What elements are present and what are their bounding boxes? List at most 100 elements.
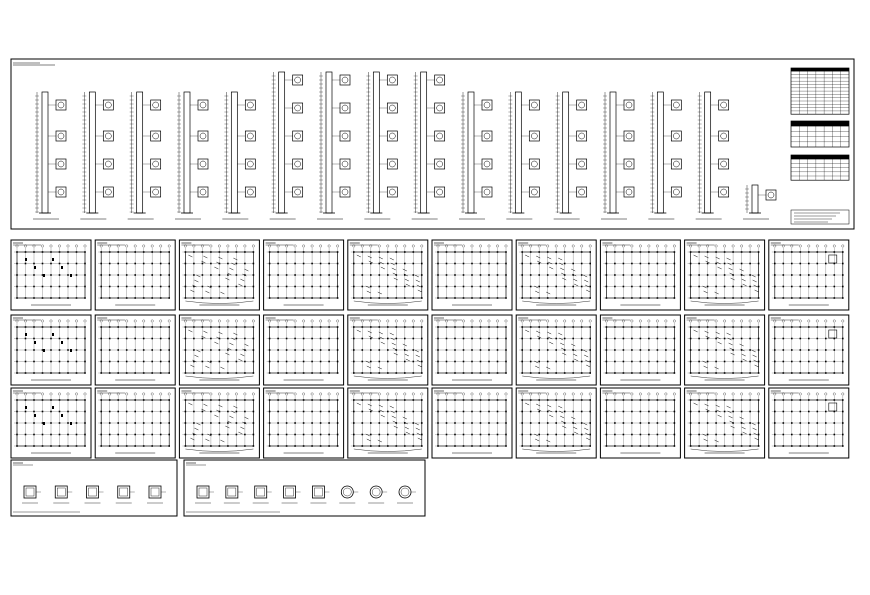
column-node xyxy=(496,399,499,401)
column-node xyxy=(328,349,330,351)
column-node xyxy=(555,422,557,424)
column-node xyxy=(521,360,523,363)
column-node xyxy=(774,372,776,374)
column-node xyxy=(184,422,187,424)
rebar-annotation xyxy=(703,365,708,369)
column-node xyxy=(715,326,717,328)
axis-bubble xyxy=(588,319,592,323)
column-node xyxy=(555,360,557,363)
rebar-ring xyxy=(57,132,65,140)
column-node xyxy=(555,251,557,253)
column-node xyxy=(454,337,456,340)
floor-plan-sheet xyxy=(178,314,260,386)
column-node xyxy=(715,262,717,265)
floor-plan-sheet xyxy=(684,387,766,459)
axis-bubble xyxy=(302,244,305,248)
column-node xyxy=(353,399,355,401)
axis-bubble xyxy=(125,319,129,323)
column-node xyxy=(656,433,659,436)
column-node xyxy=(378,360,381,363)
section-marker xyxy=(521,130,540,142)
column-node xyxy=(412,297,415,299)
column-node xyxy=(227,297,229,299)
axis-bubble xyxy=(108,392,112,396)
axis-bubble xyxy=(639,392,642,396)
column-node xyxy=(41,399,44,401)
column-node xyxy=(622,251,625,253)
column-node xyxy=(715,285,717,288)
column-node xyxy=(808,297,810,299)
column-node xyxy=(285,326,288,328)
column-node xyxy=(395,297,398,299)
axis-bubble xyxy=(327,392,331,396)
axis-bubble xyxy=(218,319,221,323)
column-node xyxy=(311,251,313,253)
column-node xyxy=(33,433,35,436)
column-node xyxy=(151,372,153,374)
column-node xyxy=(125,326,128,328)
column-node xyxy=(125,337,128,340)
column-node xyxy=(361,422,364,424)
rebar-annotation xyxy=(716,409,721,413)
column-node xyxy=(134,262,136,265)
column-node xyxy=(125,349,128,351)
rebar-ring xyxy=(720,132,727,140)
axis-bubble xyxy=(66,244,70,248)
column-node xyxy=(75,445,78,447)
column-node xyxy=(421,410,423,413)
column-node xyxy=(521,297,523,299)
column-node xyxy=(24,285,27,288)
column-node xyxy=(698,372,700,374)
rebar-annotation xyxy=(560,342,565,346)
column-node xyxy=(353,337,355,340)
column-node xyxy=(24,274,27,276)
column-node xyxy=(108,251,111,253)
column-node xyxy=(732,360,734,363)
column-node xyxy=(740,360,743,363)
column-node xyxy=(757,433,760,436)
axis-bubble xyxy=(184,244,187,248)
section-box xyxy=(150,186,162,198)
beam-curve xyxy=(353,448,422,452)
axis-bubble xyxy=(99,392,103,396)
column-node xyxy=(665,422,667,424)
rebar-ring xyxy=(199,132,207,140)
column-node xyxy=(151,410,153,413)
rebar-annotation xyxy=(584,279,589,283)
column-node xyxy=(404,285,406,288)
column-node xyxy=(311,337,313,340)
section-marker xyxy=(474,158,493,170)
column-node xyxy=(479,410,482,413)
rebar-annotation xyxy=(238,431,243,435)
column-node xyxy=(151,285,153,288)
axis-bubble xyxy=(386,319,390,323)
rebar-annotation xyxy=(393,425,398,429)
rebar-annotation xyxy=(393,277,398,281)
rebar-ring xyxy=(625,101,633,109)
rebar-annotation xyxy=(562,425,567,429)
rebar-annotation xyxy=(754,437,759,441)
column-node xyxy=(277,422,279,424)
rebar-annotation xyxy=(238,358,243,362)
column-node xyxy=(648,285,650,288)
axis-bubble xyxy=(167,392,171,396)
axis-bubble xyxy=(748,392,752,396)
column-node xyxy=(421,349,423,351)
rebar-annotation xyxy=(716,336,721,340)
column-node xyxy=(529,372,532,374)
column-node xyxy=(445,251,448,253)
column-node xyxy=(589,262,591,265)
column-node xyxy=(302,422,305,424)
axis-bubble xyxy=(75,319,78,323)
rebar-annotation xyxy=(546,366,551,370)
section-box xyxy=(434,186,446,198)
column-node xyxy=(538,337,540,340)
column-node xyxy=(706,262,709,265)
column-node xyxy=(168,251,170,253)
rebar-annotation xyxy=(378,256,383,260)
column-node xyxy=(421,251,423,253)
column-node xyxy=(673,274,676,276)
column-node xyxy=(639,410,642,413)
rebar-annotation xyxy=(392,420,397,424)
column-node xyxy=(631,445,633,447)
